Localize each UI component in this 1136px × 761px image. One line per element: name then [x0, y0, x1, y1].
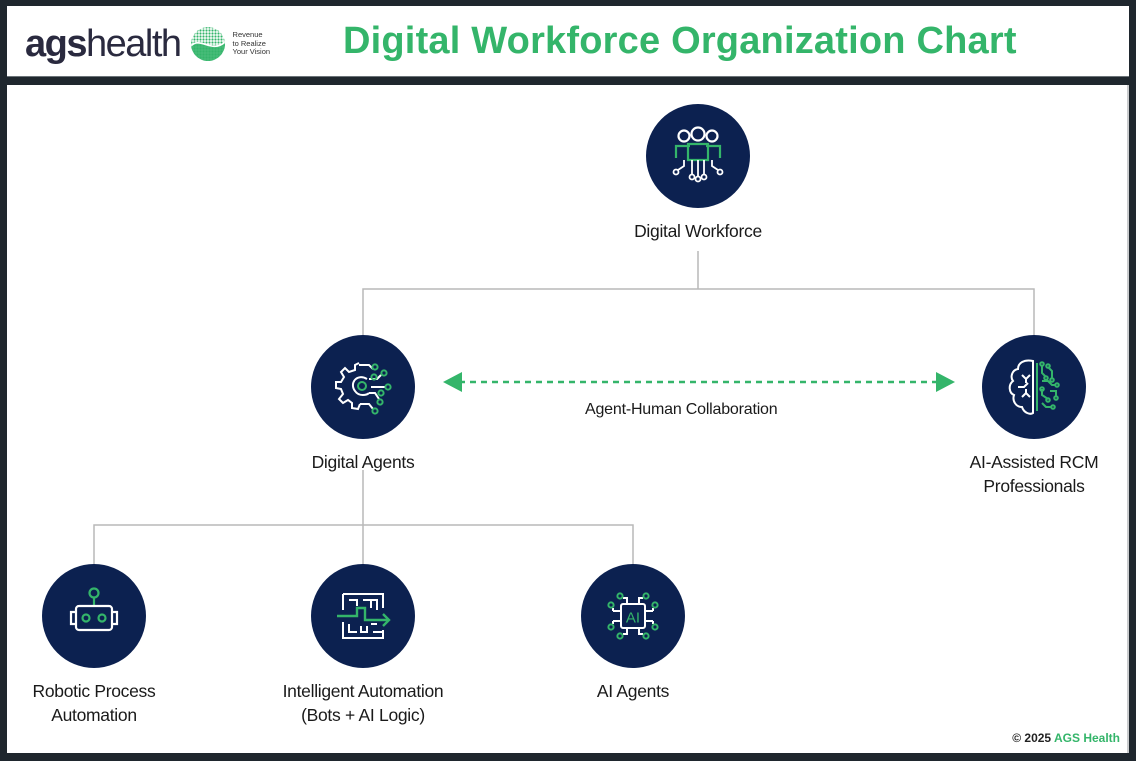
node-robotic-process-automation: Robotic Process Automation: [0, 564, 194, 727]
robot-icon: [69, 587, 119, 632]
brand-tagline: Revenue to Realize Your Vision: [233, 31, 271, 57]
header: agshealth Revenue to Realize Your Vision…: [7, 6, 1129, 77]
node-ai-assisted-rcm-professionals: AI-Assisted RCM Professionals: [934, 335, 1134, 498]
copyright-footer: © 2025 AGS Health: [1012, 731, 1120, 745]
node-ai-agents: AI AI Agents: [533, 564, 733, 703]
brain-circuit-icon: [1008, 359, 1060, 415]
node-label: AI Agents: [596, 681, 670, 701]
arrowhead-right-icon: [936, 372, 955, 392]
connector-agents-level2: [93, 470, 634, 564]
node-label: Intelligent Automation (Bots + AI Logic): [263, 679, 463, 727]
node-label-line: Intelligent Automation: [282, 681, 444, 701]
copyright-text: © 2025: [1012, 731, 1052, 745]
tagline-line: Your Vision: [232, 47, 271, 57]
svg-text:AI: AI: [626, 610, 640, 627]
page-title: Digital Workforce Organization Chart: [343, 20, 1017, 62]
node-circle: [311, 564, 415, 668]
globe-logo-icon: [190, 27, 225, 61]
connector-lines: [93, 251, 1035, 564]
node-label: Digital Workforce: [634, 221, 762, 241]
node-digital-workforce: Digital Workforce: [598, 104, 798, 243]
node-circle: [42, 564, 146, 668]
node-label-line: AI-Assisted RCM: [969, 452, 1099, 472]
brand-wordmark-bold: ags: [25, 23, 87, 65]
maze-arrow-icon: [337, 593, 391, 639]
collaboration-label: Agent-Human Collaboration: [585, 401, 778, 418]
node-label-line: (Bots + AI Logic): [301, 705, 425, 725]
node-label: Robotic Process Automation: [0, 679, 194, 727]
tagline-line: to Realize: [232, 38, 266, 48]
node-circle: AI: [581, 564, 685, 668]
node-digital-agents: Digital Agents: [263, 335, 463, 474]
node-intelligent-automation: Intelligent Automation (Bots + AI Logic): [263, 564, 463, 727]
node-circle: [646, 104, 750, 208]
brand-wordmark-light: health: [85, 23, 182, 65]
node-label-line: Professionals: [983, 476, 1085, 496]
tagline-line: Revenue: [232, 30, 263, 40]
collaboration-arrow: [443, 372, 955, 392]
node-label-line: Automation: [51, 705, 137, 725]
connector-root-level1: [362, 251, 1035, 335]
node-circle: [982, 335, 1086, 439]
org-chart-canvas: Digital Workforce Digital Agents: [7, 85, 1129, 753]
people-network-icon: [672, 126, 724, 183]
node-label-line: Robotic Process: [32, 681, 156, 701]
node-label: AI-Assisted RCM Professionals: [934, 450, 1134, 498]
copyright-brand: AGS Health: [1053, 731, 1120, 745]
brand-logo: agshealth Revenue to Realize Your Vision: [25, 24, 270, 64]
node-circle: [311, 335, 415, 439]
arrowhead-left-icon: [443, 372, 462, 392]
gear-circuit-icon: [335, 362, 392, 415]
brand-wordmark: agshealth: [25, 23, 182, 65]
node-label: Digital Agents: [311, 452, 415, 472]
ai-chip-icon: AI: [607, 592, 659, 640]
